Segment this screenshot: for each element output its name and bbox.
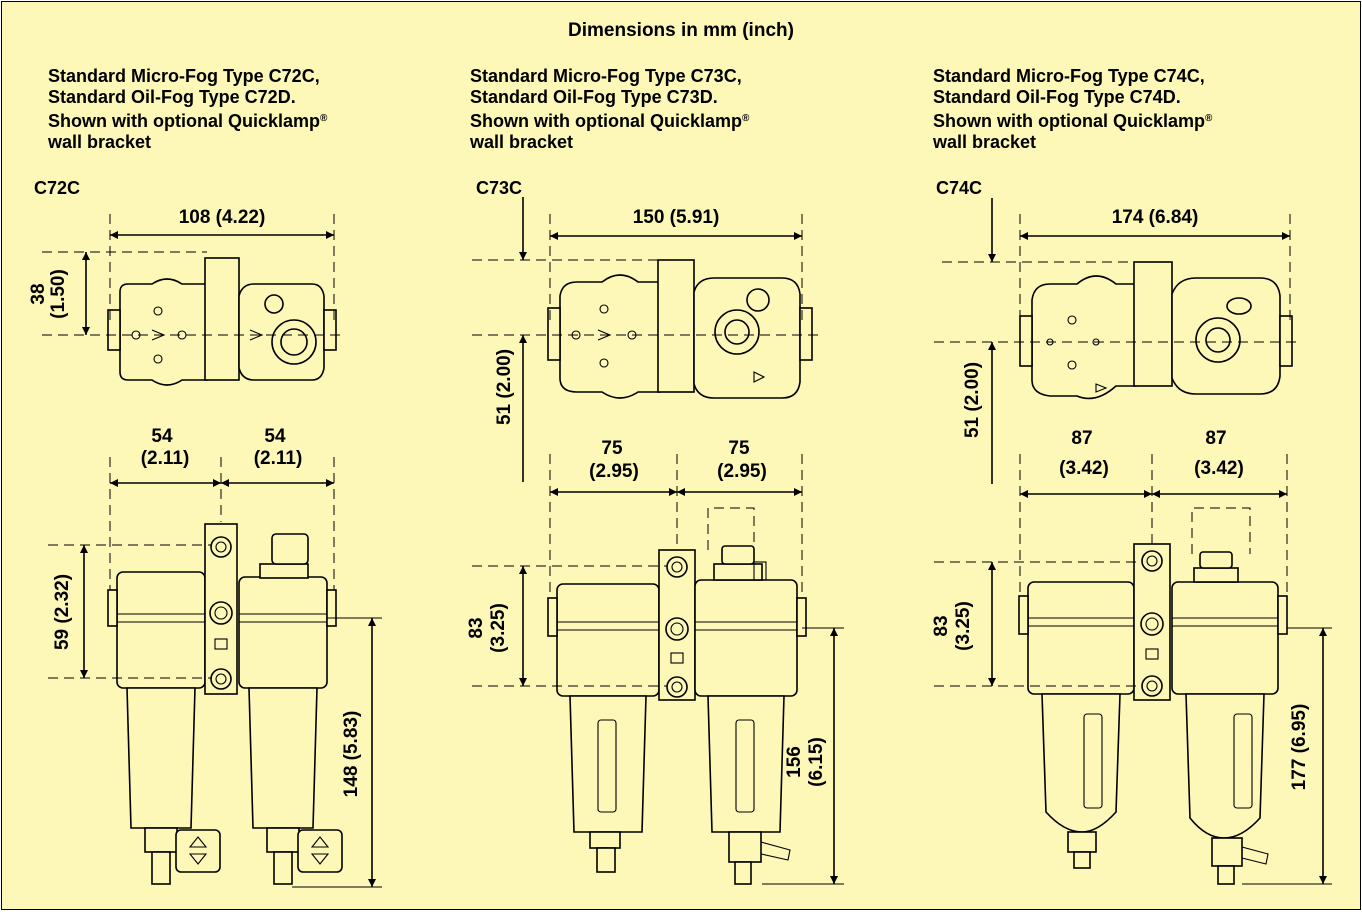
dim-body-height-in: (3.25) <box>953 601 974 651</box>
dim-top-width: 108 (4.22) <box>179 207 266 228</box>
dim-depth: 51 (2.00) <box>962 362 983 438</box>
dim-total-height-in: (6.15) <box>806 737 827 787</box>
front-view-c72c <box>107 457 343 885</box>
dim-right-width-in: (2.95) <box>717 461 767 482</box>
dim-left-width-mm: 54 <box>151 426 173 447</box>
panel-c73c: 150 (5.91) 51 (2.00) <box>466 197 844 885</box>
dim-top-width: 150 (5.91) <box>633 207 720 228</box>
dim-body-height-mm: 83 <box>931 615 952 636</box>
registered-mark: ® <box>1205 113 1213 124</box>
dim-right-width-mm: 75 <box>728 438 750 459</box>
dim-body-height: 59 (2.32) <box>52 574 73 650</box>
front-view-c74c <box>1018 454 1288 885</box>
registered-mark: ® <box>742 113 750 124</box>
model-label-c72c: C72C <box>34 178 81 198</box>
dim-left-width-in: (2.95) <box>589 461 639 482</box>
dim-right-width-in: (2.11) <box>254 448 303 469</box>
top-view-c74c <box>934 261 1302 400</box>
dim-right-width-mm: 54 <box>264 426 286 447</box>
caption-c74: Standard Micro-Fog Type C74C, Standard O… <box>933 66 1213 152</box>
dim-total-height: 177 (6.95) <box>1289 704 1310 791</box>
front-view-c73c <box>547 454 807 885</box>
model-label-c73c: C73C <box>476 178 523 198</box>
dim-top-height-mm: 38 <box>28 283 49 304</box>
sheet-title: Dimensions in mm (inch) <box>568 20 794 41</box>
dim-total-height-mm: 156 <box>784 746 805 778</box>
panel-c74c: 174 (6.84) 51 (2.00) <box>931 198 1332 885</box>
dim-top-height-in: (1.50) <box>48 269 69 319</box>
dim-left-width-in: (3.42) <box>1059 458 1109 479</box>
top-view-c73c <box>472 259 822 399</box>
dim-right-width-mm: 87 <box>1205 428 1226 449</box>
model-label-c74c: C74C <box>936 178 983 198</box>
dim-top-width: 174 (6.84) <box>1112 207 1199 228</box>
dim-right-width-in: (3.42) <box>1194 458 1244 479</box>
dim-body-height-in: (3.25) <box>488 603 509 653</box>
top-view-c72c <box>42 257 342 386</box>
panel-c72c: 108 (4.22) 38 (1.50) <box>28 207 382 888</box>
dim-total-height: 148 (5.83) <box>341 711 362 798</box>
dim-left-width-in: (2.11) <box>141 448 190 469</box>
dim-left-width-mm: 75 <box>601 438 623 459</box>
dim-body-height-mm: 83 <box>466 617 487 638</box>
dim-depth: 51 (2.00) <box>494 349 515 425</box>
dim-left-width-mm: 87 <box>1071 428 1092 449</box>
caption-c72: Standard Micro-Fog Type C72C, Standard O… <box>48 66 328 152</box>
caption-c73: Standard Micro-Fog Type C73C, Standard O… <box>470 66 750 152</box>
registered-mark: ® <box>320 113 328 124</box>
